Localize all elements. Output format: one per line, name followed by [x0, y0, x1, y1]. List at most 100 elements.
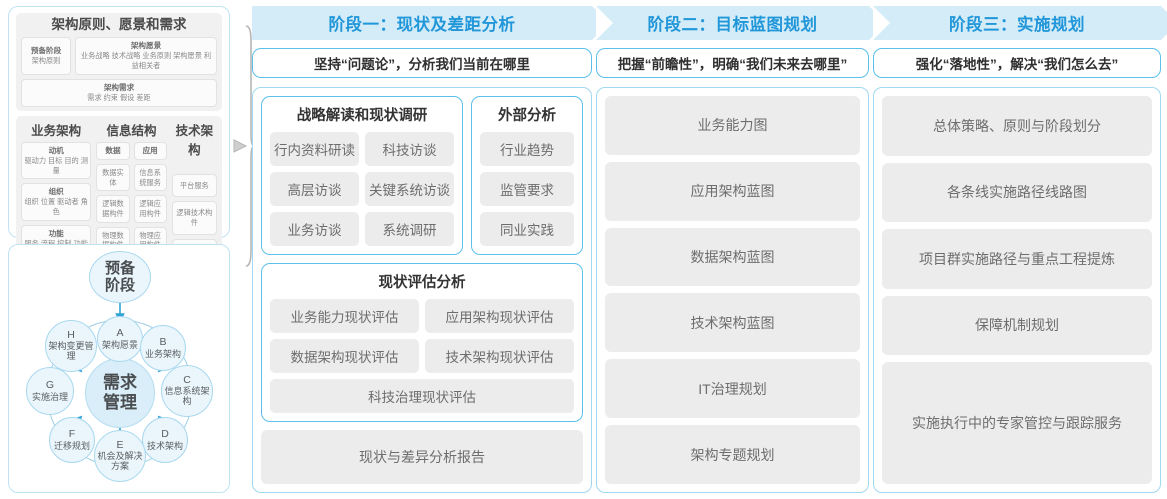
strategy-research-chips: 行内资料研读 科技访谈 高层访谈 关键系统访谈 业务访谈 系统调研 [270, 132, 454, 246]
logical-application-component-box: 逻辑应用构件 [133, 195, 167, 223]
phase-3-header: 阶段三：实施规划 [873, 6, 1167, 40]
preliminary-line2: 阶段 [104, 277, 135, 294]
adm-node-h-label: 架构变更管理 [48, 340, 94, 361]
chip-data-arch-assessment[interactable]: 数据架构现状评估 [270, 339, 419, 373]
phase-1-header: 阶段一：现状及差距分析 [252, 6, 609, 40]
architecture-vision-items: 业务战略 技术战略 业务原则 架构愿景 利益相关者 [80, 51, 212, 70]
business-architecture-head: 业务架构 [31, 123, 82, 138]
phase-2-header: 阶段二：目标蓝图规划 [596, 6, 886, 40]
chip-peer-practice[interactable]: 同业实践 [480, 212, 574, 246]
chip-key-system-interview[interactable]: 关键系统访谈 [365, 172, 454, 206]
adm-node-g[interactable]: G 实施治理 [26, 367, 74, 415]
external-analysis-chips: 行业趋势 监管要求 同业实践 [480, 132, 574, 246]
chip-application-arch-blueprint[interactable]: 应用架构蓝图 [605, 161, 860, 221]
chip-overall-strategy[interactable]: 总体策略、原则与阶段划分 [882, 96, 1152, 156]
center-line1: 需求 [103, 373, 137, 393]
adm-node-f[interactable]: F 迁移规划 [49, 417, 95, 463]
chip-assurance-mechanism[interactable]: 保障机制规划 [882, 295, 1152, 355]
adm-node-a[interactable]: A 架构愿景 [97, 316, 143, 362]
chip-it-governance-plan[interactable]: IT治理规划 [605, 359, 860, 419]
left-column: 架构原则、愿景和需求 预备阶段 架构原则 架构愿景 业务战略 技术战略 业务原则… [8, 6, 230, 493]
prelim-phase-items: 架构原则 [31, 55, 61, 65]
adm-node-g-letter: G [45, 379, 55, 392]
information-system-service-text: 信息系统服务 [139, 167, 161, 187]
data-entity-box: 数据实体 [96, 163, 130, 192]
brace-connector-icon [233, 25, 252, 267]
architecture-principles-group: 架构原则、愿景和需求 预备阶段 架构原则 架构愿景 业务战略 技术战略 业务原则… [16, 13, 222, 111]
togaf-title: 架构原则、愿景和需求 [51, 17, 187, 32]
information-structure-column: 信息结构 数据 数据实体 逻辑数据构件 物理数据构件 应用 [96, 120, 167, 273]
chip-line-roadmap[interactable]: 各条线实施路径线路图 [882, 162, 1152, 222]
chip-internal-doc-study[interactable]: 行内资料研读 [270, 132, 359, 166]
business-architecture-column: 业务架构 动机 驱动力 目标 目的 测量 组织 组织 位置 驱动者 角色 功能 [21, 120, 92, 273]
phase-3-column: 阶段三：实施规划 强化“落地性”，解决“我们怎么去” 总体策略、原则与阶段划分 … [873, 6, 1167, 493]
phase-1-subtitle: 坚持“问题论”，分析我们当前在哪里 [252, 48, 592, 78]
application-label: 应用 [142, 145, 158, 155]
adm-node-c-letter: C [183, 374, 191, 387]
external-analysis-card: 外部分析 行业趋势 监管要求 同业实践 [471, 96, 583, 255]
architecture-requirements-items: 需求 约束 假设 差距 [87, 92, 151, 102]
adm-node-c[interactable]: C 信息系统架构 [161, 365, 213, 417]
phase-2-band [596, 6, 886, 40]
prelim-phase-box: 预备阶段 架构原则 [21, 36, 71, 75]
phase-3-list: 总体策略、原则与阶段划分 各条线实施路径线路图 项目群实施路径与重点工程提炼 保… [882, 96, 1152, 484]
chip-data-arch-blueprint[interactable]: 数据架构蓝图 [605, 227, 860, 287]
adm-node-b-label: 业务架构 [144, 348, 181, 359]
platform-service-box: 平台服务 [171, 173, 217, 198]
information-structure-head: 信息结构 [106, 123, 157, 138]
architecture-vision-title: 架构愿景 [130, 40, 162, 50]
architecture-vision-box: 架构愿景 业务战略 技术战略 业务原则 架构愿景 利益相关者 [75, 36, 217, 75]
adm-node-g-label: 实施治理 [31, 391, 68, 402]
adm-node-d[interactable]: D 技术架构 [142, 417, 188, 463]
phase-2-list: 业务能力图 应用架构蓝图 数据架构蓝图 技术架构蓝图 IT治理规划 架构专题规划 [605, 96, 860, 484]
organization-title: 组织 [48, 187, 64, 197]
chip-tech-arch-blueprint[interactable]: 技术架构蓝图 [605, 293, 860, 353]
architecture-domains-group: 业务架构 动机 驱动力 目标 目的 测量 组织 组织 位置 驱动者 角色 功能 [16, 115, 222, 279]
adm-node-f-label: 迁移规划 [53, 440, 90, 451]
chip-industry-trend[interactable]: 行业趋势 [480, 132, 574, 166]
current-state-assessment-card: 现状评估分析 业务能力现状评估 应用架构现状评估 数据架构现状评估 技术架构现状… [261, 263, 583, 422]
phase-1-column: 阶段一：现状及差距分析 坚持“问题论”，分析我们当前在哪里 战略解读和现状调研 … [252, 6, 609, 493]
phase-1-title: 阶段一：现状及差距分析 [328, 16, 516, 34]
application-label-box: 应用 [133, 141, 167, 160]
chip-expert-oversight-service[interactable]: 实施执行中的专家管控与跟踪服务 [882, 362, 1152, 484]
adm-node-preliminary[interactable]: 预备 阶段 [89, 251, 151, 303]
phase-1-report-chip[interactable]: 现状与差异分析报告 [261, 430, 583, 484]
chip-regulatory-requirement[interactable]: 监管要求 [480, 172, 574, 206]
adm-node-e[interactable]: E 机会及解决方案 [94, 430, 146, 482]
adm-node-b[interactable]: B 业务架构 [140, 325, 186, 371]
chip-it-governance-assessment[interactable]: 科技治理现状评估 [270, 379, 574, 413]
chip-system-survey[interactable]: 系统调研 [365, 212, 454, 246]
information-system-service-box: 信息系统服务 [133, 163, 167, 192]
adm-node-a-label: 架构愿景 [101, 339, 138, 350]
logical-data-component-box: 逻辑数据构件 [96, 195, 130, 223]
architecture-requirements-title: 架构需求 [103, 82, 135, 92]
chip-executive-interview[interactable]: 高层访谈 [270, 172, 359, 206]
platform-service-text: 平台服务 [179, 180, 209, 190]
adm-cycle-card: 预备 阶段 需求 管理 A 架构愿景 B 业务架构 C 信息系统架构 [8, 244, 230, 493]
adm-node-e-label: 机会及解决方案 [97, 450, 143, 471]
chip-tech-interview[interactable]: 科技访谈 [365, 132, 454, 166]
chip-business-capability-map[interactable]: 业务能力图 [605, 96, 860, 155]
phase-1-body: 战略解读和现状调研 行内资料研读 科技访谈 高层访谈 关键系统访谈 业务访谈 系… [252, 87, 592, 493]
logical-application-component-text: 逻辑应用构件 [139, 199, 161, 218]
adm-node-h[interactable]: H 架构变更管理 [45, 320, 97, 372]
phase-3-subtitle: 强化“落地性”，解决“我们怎么去” [873, 48, 1161, 78]
chip-business-interview[interactable]: 业务访谈 [270, 212, 359, 246]
chip-tech-arch-assessment[interactable]: 技术架构现状评估 [425, 339, 574, 373]
architecture-requirements-box: 架构需求 需求 约束 假设 差距 [21, 78, 217, 107]
motivation-box: 动机 驱动力 目标 目的 测量 [21, 141, 92, 180]
chip-application-arch-assessment[interactable]: 应用架构现状评估 [425, 299, 574, 333]
phase-2-body: 业务能力图 应用架构蓝图 数据架构蓝图 技术架构蓝图 IT治理规划 架构专题规划 [596, 87, 869, 493]
motivation-items: 驱动力 目标 目的 测量 [24, 155, 88, 175]
togaf-framework-card: 架构原则、愿景和需求 预备阶段 架构原则 架构愿景 业务战略 技术战略 业务原则… [8, 6, 230, 330]
adm-node-d-letter: D [161, 428, 169, 441]
chip-business-capability-assessment[interactable]: 业务能力现状评估 [270, 299, 419, 333]
logical-technology-component-text: 逻辑技术构件 [176, 208, 213, 227]
adm-node-center-requirements[interactable]: 需求 管理 [85, 358, 155, 428]
strategy-research-card: 战略解读和现状调研 行内资料研读 科技访谈 高层访谈 关键系统访谈 业务访谈 系… [261, 96, 463, 255]
chip-arch-topic-plan[interactable]: 架构专题规划 [605, 425, 860, 484]
phase-2-subtitle: 把握“前瞻性”，明确“我们未来去哪里” [596, 48, 869, 78]
chip-program-roadmap[interactable]: 项目群实施路径与重点工程提炼 [882, 229, 1152, 289]
